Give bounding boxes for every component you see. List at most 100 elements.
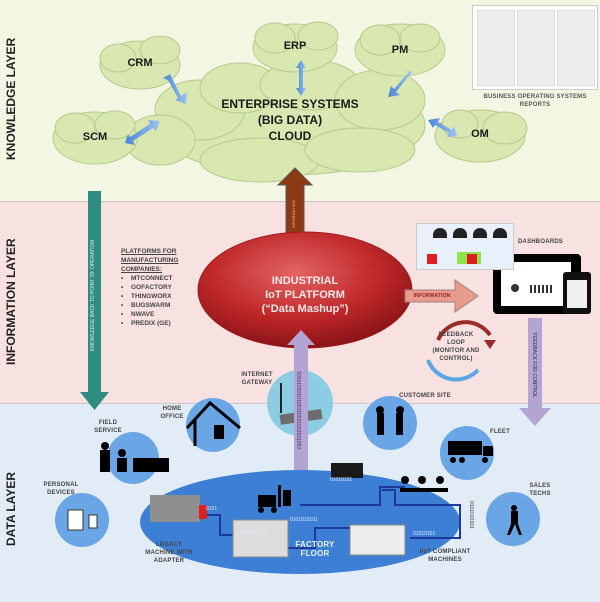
erp-arrow (296, 60, 306, 96)
feedback-loop-line1: FEEDBACK (438, 332, 474, 338)
home-office-line2: OFFICE (160, 414, 184, 420)
information-arrow-label: INFORMATION (413, 293, 451, 299)
crm-arrow (163, 74, 187, 104)
up-arrow-label: INFORMATION (291, 200, 296, 228)
binary-string: 0101010101 (290, 517, 318, 523)
iot-platform-line1: INDUSTRIAL (271, 275, 339, 287)
adapter-icon (199, 505, 207, 519)
om-arrow (428, 118, 457, 137)
home-office-line1: HOME (162, 406, 182, 412)
feedback-loop-graphic (426, 320, 496, 382)
customer-site-icon (376, 406, 404, 435)
platforms-title-line1: PLATFORMS FOR (121, 248, 177, 255)
business-reports-thumbnail (472, 5, 598, 90)
binary-string-vertical: 0101010101 (468, 500, 474, 529)
om-label: OM (471, 128, 489, 140)
erp-cloud (252, 21, 339, 73)
feedback-loop-line3: (MONITOR AND (432, 348, 480, 354)
sales-tech-walking-icon (507, 505, 522, 535)
binary-string: 0101 (206, 506, 218, 512)
cnc-machine-icon (232, 519, 289, 558)
cloud-connector-arrows (125, 60, 457, 145)
factory-floor-line1: FACTORY (295, 540, 335, 549)
iiot-machines-line2: MACHINES (428, 557, 462, 563)
iot-platform-label: INDUSTRIAL IoT PLATFORM (“Data Mashup”) (240, 274, 370, 316)
data-up-arrow (287, 330, 315, 475)
knowledge-arrow-label: KNOWLEDGE BACK TO POINT OF OPERATION (90, 239, 96, 351)
internet-gateway-label: INTERNET GATEWAY (232, 371, 282, 387)
pm-arrow (388, 69, 412, 97)
personal-devices-label: PERSONAL DEVICES (36, 481, 86, 497)
data-connection-lines (205, 486, 461, 549)
field-service-icon (100, 442, 169, 472)
internet-gateway-line2: GATEWAY (241, 380, 273, 386)
fleet-label: FLEET (490, 429, 510, 435)
pm-cloud (354, 23, 446, 77)
iiot-machines-label: IIoT COMPLIANT MACHINES (415, 548, 475, 564)
customer-site-circle (363, 396, 417, 450)
data-up-arrow-label: 0101010101010101010101010101 (297, 371, 303, 449)
platforms-list: PLATFORMS FOR MANUFACTURING COMPANIES: M… (121, 247, 178, 328)
dashboards-label: DASHBOARDS (518, 239, 564, 245)
iot-platform-line2: IoT PLATFORM (265, 289, 345, 301)
field-service-line1: FIELD (98, 420, 118, 426)
home-office-circle (186, 398, 240, 452)
legacy-machine-label: LEGACY MACHINE WITH ADAPTER (134, 541, 204, 565)
tablet-bar-icons (511, 284, 552, 293)
home-office-icon (185, 400, 241, 446)
platforms-title-line2: MANUFACTURING (121, 257, 179, 264)
enterprise-cloud-line3: CLOUD (268, 129, 312, 143)
pm-label: PM (391, 44, 409, 56)
factory-floor-label: FACTORY FLOOR (290, 540, 340, 558)
platform-item: PREDIX (GE) (121, 319, 178, 328)
platform-item: MTCONNECT (121, 274, 178, 283)
reports-label-line1: BUSINESS OPERATING SYSTEMS (483, 94, 587, 100)
fleet-truck-icon (448, 441, 493, 463)
binary-string: 01010101 (413, 531, 436, 537)
information-up-arrow (276, 167, 314, 241)
scm-arrow (125, 120, 160, 145)
erp-label: ERP (283, 40, 307, 52)
iiot-machines-line1: IIoT COMPLIANT (419, 549, 471, 555)
sales-techs-line1: SALES (529, 483, 551, 489)
forklift-icon (258, 485, 291, 513)
sales-techs-line2: TECHS (529, 491, 551, 497)
operator-station-icon (331, 463, 363, 478)
scm-cloud (52, 110, 138, 165)
knowledge-down-arrow (80, 191, 109, 410)
feedback-control-arrow (519, 318, 551, 426)
tablet-device-icon (67, 509, 84, 531)
feedback-arrow-label: FEEDBACK FOR CONTROL (531, 332, 537, 398)
phone-device-icon (88, 514, 98, 529)
feedback-loop-label: FEEDBACK LOOP (MONITOR AND CONTROL) (426, 331, 486, 363)
field-service-label: FIELD SERVICE (88, 419, 128, 435)
internet-gateway-line1: INTERNET (241, 372, 273, 378)
home-office-label: HOME OFFICE (152, 405, 192, 421)
person-at-desk-icon (214, 425, 224, 439)
binary-string: 0101010101 (240, 530, 268, 536)
reports-label: BUSINESS OPERATING SYSTEMS REPORTS (470, 93, 600, 109)
legacy-machine-line1: LEGACY (155, 542, 183, 548)
legacy-machine-icon (150, 495, 200, 522)
field-service-line2: SERVICE (94, 428, 122, 434)
platform-item: THINGWORX (121, 292, 178, 301)
factory-floor-line2: FLOOR (300, 549, 330, 558)
crm-cloud (99, 35, 181, 90)
feedback-loop-line4: CONTROL) (439, 356, 473, 362)
personal-devices-line1: PERSONAL (43, 482, 79, 488)
reports-label-line2: REPORTS (519, 102, 551, 108)
information-right-arrow (404, 279, 479, 313)
workers-icon (400, 476, 448, 492)
dashboards-thumbnail (416, 223, 514, 270)
sales-techs-label: SALES TECHS (525, 482, 555, 498)
customer-site-label: CUSTOMER SITE (399, 393, 451, 399)
binary-string: 01010101 (330, 477, 353, 483)
iot-platform-line3: (“Data Mashup”) (261, 303, 349, 315)
platforms-title-line3: COMPANIES: (121, 266, 163, 273)
legacy-machine-line3: ADAPTER (153, 558, 185, 564)
platforms-title: PLATFORMS FOR MANUFACTURING COMPANIES: (121, 247, 178, 274)
feedback-loop-line2: LOOP (447, 340, 465, 346)
legacy-machine-line2: MACHINE WITH (145, 550, 193, 556)
enterprise-cloud-line1: ENTERPRISE SYSTEMS (221, 97, 359, 111)
